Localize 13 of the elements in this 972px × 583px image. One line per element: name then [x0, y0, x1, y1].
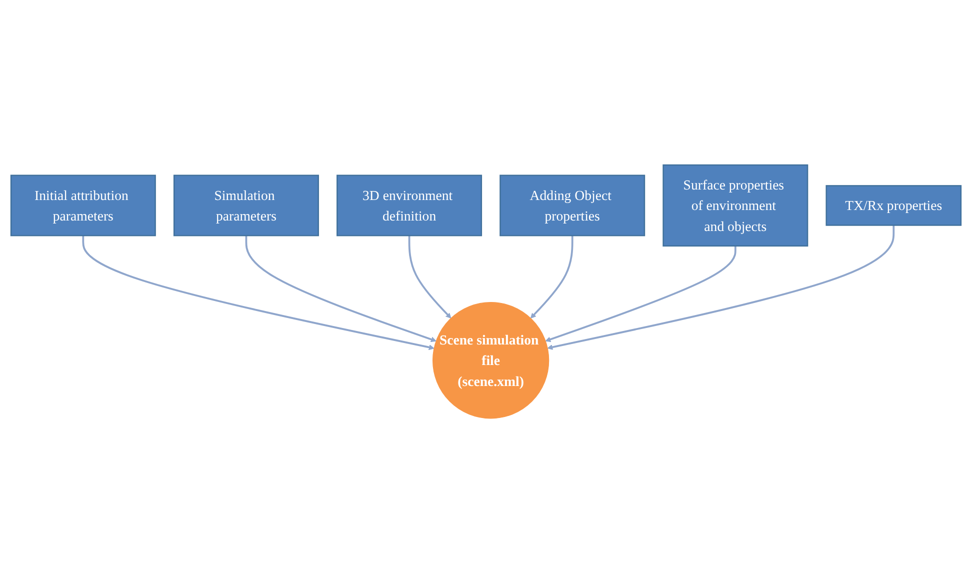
arrow: [545, 246, 736, 342]
arrow: [245, 235, 436, 342]
node-box: Surface properties of environment and objects: [662, 164, 808, 246]
arrow: [82, 235, 434, 350]
arrow: [547, 225, 895, 350]
node-box: TX/Rx properties: [826, 184, 962, 226]
node-circle: Scene simulation file (scene.xml): [432, 302, 550, 418]
arrow: [530, 235, 574, 318]
node-box: Simulation parameters: [173, 174, 319, 236]
arrow: [408, 235, 452, 318]
node-box: Initial attribution parameters: [10, 174, 156, 236]
node-box: 3D environment definition: [336, 174, 482, 236]
node-box: Adding Object properties: [500, 174, 646, 236]
